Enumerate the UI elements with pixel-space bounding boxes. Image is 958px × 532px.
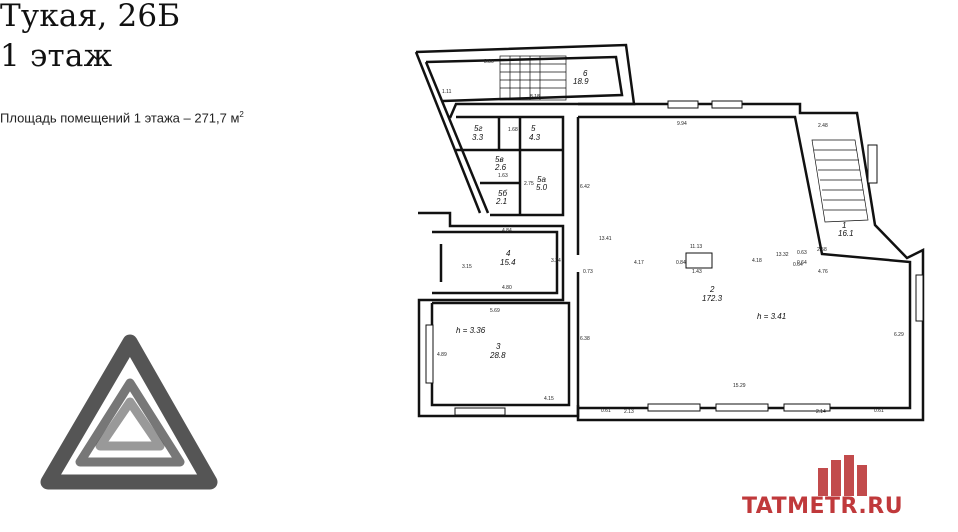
dimension-labels: 8.80 8.18 9.94 2.48 4.84 3.15 3.24 4.80 …: [437, 59, 904, 415]
watermark-logo-icon: [40, 334, 218, 490]
room-5b-area: 2.1: [495, 197, 507, 206]
dim-label: 1.11: [442, 89, 452, 95]
room-5a-area: 5.0: [536, 183, 548, 192]
dim-label: 4.17: [634, 260, 644, 266]
room-5-label: 5: [531, 124, 536, 133]
staircase-right-icon: [811, 139, 869, 223]
title-address: Тукая, 26Б: [0, 0, 181, 34]
page-title: Тукая, 26Б 1 этаж: [0, 0, 180, 76]
room-5b-label: 5б: [498, 189, 507, 198]
room-1-area: 16.1: [838, 229, 854, 238]
floor-area-text: Площадь помещений 1 этажа – 271,7 м: [0, 110, 240, 126]
room-4-label: 4: [506, 249, 511, 258]
ceiling-height-room2: h = 3.41: [757, 312, 786, 321]
dim-label: 2.48: [818, 123, 828, 129]
dim-label: 6.38: [580, 336, 590, 342]
dim-label: 0.84: [676, 260, 686, 266]
dim-label: 13.41: [599, 236, 612, 242]
room-labels: 6 18.9 5г 3.3 5 4.3 5в 2.6 5а 5.0 5б 2.1…: [456, 69, 854, 360]
dim-label: 5.69: [490, 308, 500, 314]
room-6-area: 18.9: [573, 77, 589, 86]
room-2-area: 172.3: [702, 294, 723, 303]
brand-logo-text: TATMETR.RU: [742, 494, 904, 519]
brand-building-icon: [818, 455, 867, 496]
dim-label: 0.64: [797, 260, 807, 266]
dim-label: 0.64: [793, 262, 803, 268]
dim-label: 9.94: [677, 121, 687, 127]
dim-label: 0.61: [874, 408, 884, 414]
dim-label: 1.43: [692, 269, 702, 275]
dim-label: 8.18: [530, 94, 540, 100]
floor-area-unit-sup: 2: [239, 110, 244, 119]
dim-label: 15.29: [733, 383, 746, 389]
room-5a-label: 5а: [537, 175, 546, 184]
dim-label: 2.13: [624, 409, 634, 415]
windows: [425, 100, 924, 416]
exterior-walls: [414, 43, 925, 422]
room-1-label: 1: [842, 221, 846, 230]
dim-label: 11.13: [690, 244, 702, 250]
room-3-label: 3: [496, 342, 501, 351]
floor-area-caption: Площадь помещений 1 этажа – 271,7 м2: [0, 110, 244, 125]
dim-label: 0.61: [601, 408, 611, 414]
room-3-area: 28.8: [489, 351, 506, 360]
dim-label: 4.84: [502, 228, 512, 234]
room-5g-area: 3.3: [472, 133, 484, 142]
dim-label: 4.15: [544, 396, 554, 402]
room-6-label: 6: [583, 69, 588, 78]
dim-label: 4.89: [437, 352, 447, 358]
dim-label: 2.75: [524, 181, 534, 187]
staircase-icon: [499, 55, 567, 101]
room-4-area: 15.4: [500, 258, 516, 267]
room-5v-area: 2.6: [494, 163, 507, 172]
dim-label: 1.68: [508, 127, 518, 133]
dim-label: 3.24: [551, 258, 561, 264]
dim-label: 2.58: [817, 247, 827, 253]
dim-label: 0.63: [797, 250, 807, 256]
title-floor: 1 этаж: [0, 38, 113, 74]
dim-label: 13.32: [776, 252, 789, 258]
dim-label: 3.15: [462, 264, 472, 270]
dim-label: 4.80: [502, 285, 512, 291]
dim-label: 6.42: [580, 184, 590, 190]
ceiling-height-room3: h = 3.36: [456, 326, 486, 335]
room-2-label: 2: [709, 285, 715, 294]
dim-label: 1.63: [498, 173, 508, 179]
dim-label: 6.29: [894, 332, 904, 338]
room-5-area: 4.3: [529, 133, 541, 142]
room-5v-label: 5в: [495, 155, 504, 164]
dim-label: 4.76: [818, 269, 828, 275]
room-5g-label: 5г: [474, 124, 482, 133]
dim-label: 4.18: [752, 258, 762, 264]
dim-label: 0.73: [583, 269, 593, 275]
dim-label: 2.14: [816, 409, 826, 415]
dim-label: 8.80: [484, 59, 494, 65]
